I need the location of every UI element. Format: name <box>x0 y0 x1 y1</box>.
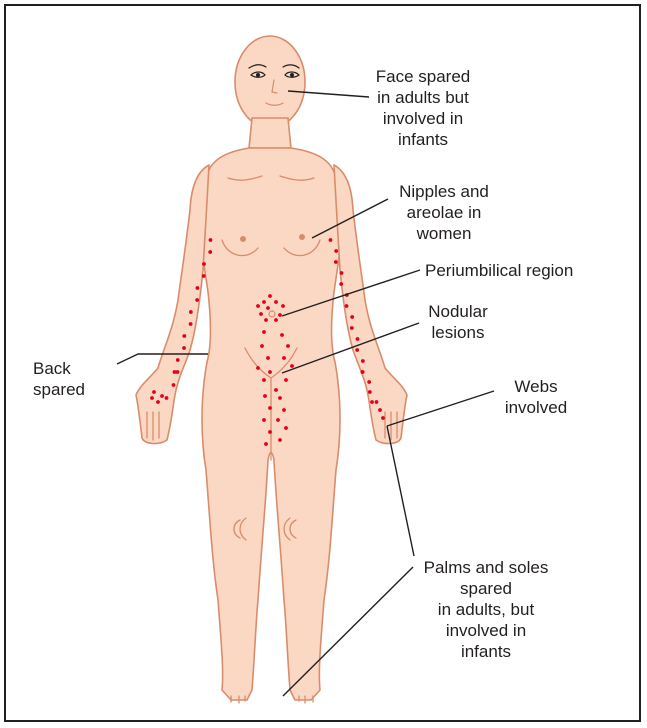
lesion-dot <box>329 238 333 242</box>
lesion-dot <box>282 408 286 412</box>
lesion-dot <box>340 271 344 275</box>
left-pupil <box>256 73 260 77</box>
lesion-dot <box>361 370 365 374</box>
leader-palms <box>387 426 414 556</box>
lesion-dot <box>208 250 212 254</box>
label-nipples: Nipples and areolae in women <box>389 181 499 244</box>
lesion-dot <box>165 396 169 400</box>
lesion-dot <box>350 315 354 319</box>
lesion-dot <box>378 408 382 412</box>
lesion-dot <box>266 306 270 310</box>
lesion-dot <box>274 388 278 392</box>
lesion-dot <box>268 430 272 434</box>
lesion-dot <box>339 282 343 286</box>
lesion-dot <box>202 274 206 278</box>
lesion-dot <box>263 394 267 398</box>
lesion-dot <box>260 344 264 348</box>
lesion-dot <box>345 304 349 308</box>
lesion-dot <box>196 286 200 290</box>
lesion-dot <box>334 260 338 264</box>
lesion-dot <box>209 238 213 242</box>
lesion-dot <box>367 380 371 384</box>
label-face: Face spared in adults but involved in in… <box>363 66 483 150</box>
label-periumbilical: Periumbilical region <box>425 260 600 281</box>
lesion-dot <box>278 438 282 442</box>
lesion-dot <box>262 300 266 304</box>
lesion-dot <box>195 298 199 302</box>
lesion-dot <box>368 390 372 394</box>
lesion-dot <box>259 312 263 316</box>
lesion-dot <box>274 300 278 304</box>
label-back: Back spared <box>33 358 113 400</box>
lesion-dot <box>189 310 193 314</box>
neck <box>249 118 291 148</box>
lesion-dot <box>173 370 177 374</box>
lesion-dot <box>284 378 288 382</box>
lesion-dot <box>202 262 206 266</box>
lesion-dot <box>370 400 374 404</box>
lesion-dot <box>160 394 164 398</box>
lesion-dot <box>266 356 270 360</box>
lesion-dot <box>268 370 272 374</box>
lesion-dot <box>284 426 288 430</box>
lesion-dot <box>264 442 268 446</box>
lesion-dot <box>172 383 176 387</box>
lesion-dot <box>286 344 290 348</box>
lesion-dot <box>278 313 282 317</box>
lesion-dot <box>381 416 385 420</box>
lesion-dot <box>276 418 280 422</box>
left-arm <box>136 165 209 444</box>
left-nipple <box>240 236 246 242</box>
lesion-dot <box>262 378 266 382</box>
lesion-dot <box>350 326 354 330</box>
lesion-dot <box>264 318 268 322</box>
label-nodular: Nodular lesions <box>418 301 498 343</box>
lesion-dot <box>152 390 156 394</box>
lesion-dot <box>281 304 285 308</box>
lesion-dot <box>256 304 260 308</box>
lesion-dot <box>375 400 379 404</box>
lesion-dot <box>290 364 294 368</box>
lesion-dot <box>356 337 360 341</box>
right-nipple <box>299 234 305 240</box>
lesion-dot <box>156 400 160 404</box>
lesion-dot <box>182 346 186 350</box>
lesion-dot <box>280 333 284 337</box>
lesion-dot <box>262 330 266 334</box>
lesion-dot <box>282 356 286 360</box>
lesion-dot <box>334 249 338 253</box>
lesion-dot <box>189 322 193 326</box>
label-palms: Palms and soles spared in adults, but in… <box>406 557 566 662</box>
lesion-dot <box>361 359 365 363</box>
lesion-dot <box>262 418 266 422</box>
lesion-dot <box>182 334 186 338</box>
lesion-dot <box>256 366 260 370</box>
head <box>235 36 305 128</box>
lesion-dot <box>355 348 359 352</box>
lesion-dot <box>268 294 272 298</box>
lesion-dot <box>278 396 282 400</box>
right-pupil <box>290 73 294 77</box>
lesion-dot <box>150 396 154 400</box>
lesion-dot <box>268 406 272 410</box>
lesion-dot <box>274 318 278 322</box>
lesion-dot <box>176 358 180 362</box>
label-webs: Webs involved <box>496 376 576 418</box>
